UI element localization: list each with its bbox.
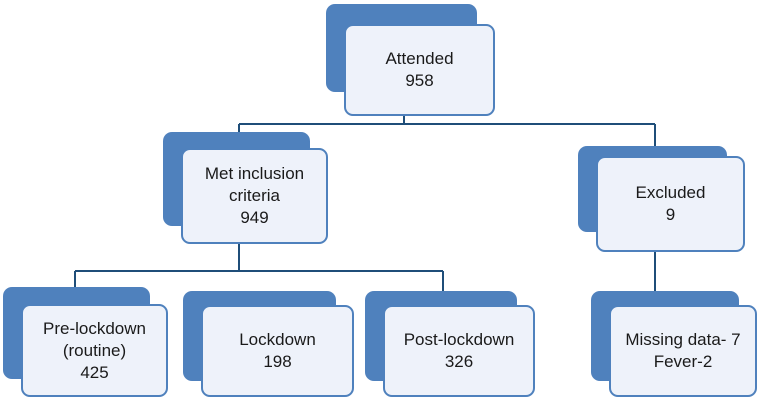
node-excluded: Excluded 9 xyxy=(578,146,745,254)
missing-data-label: Missing data- 7 xyxy=(625,330,741,349)
excluded-reasons-box: Missing data- 7 Fever-2 xyxy=(609,305,757,397)
lockdown-count: 198 xyxy=(263,352,292,371)
attended-label: Attended xyxy=(385,49,454,68)
attended-count: 958 xyxy=(405,71,434,90)
post-lockdown-count: 326 xyxy=(444,352,474,371)
met-inclusion-count: 949 xyxy=(240,208,269,227)
post-lockdown-label: Post-lockdown xyxy=(403,330,515,349)
met-inclusion-box: Met inclusion criteria 949 xyxy=(181,148,328,244)
excluded-label: Excluded xyxy=(635,183,706,202)
node-lockdown: Lockdown 198 xyxy=(183,291,354,397)
node-post-lockdown: Post-lockdown 326 xyxy=(365,291,535,397)
node-excluded-reasons: Missing data- 7 Fever-2 xyxy=(591,291,757,397)
node-pre-lockdown: Pre-lockdown (routine) 425 xyxy=(3,287,168,397)
post-lockdown-box: Post-lockdown 326 xyxy=(383,305,535,397)
excluded-count: 9 xyxy=(665,205,676,224)
pre-lockdown-label-line1: Pre-lockdown xyxy=(43,318,146,338)
fever-label: Fever-2 xyxy=(653,352,713,371)
met-inclusion-label-line1: Met inclusion xyxy=(204,164,305,183)
node-attended: Attended 958 xyxy=(326,4,495,116)
pre-lockdown-box: Pre-lockdown (routine) 425 xyxy=(21,304,168,397)
met-inclusion-label-line2: criteria xyxy=(228,186,280,205)
node-met-inclusion: Met inclusion criteria 949 xyxy=(163,132,328,244)
pre-lockdown-label-line2: (routine) xyxy=(62,340,127,360)
lockdown-label: Lockdown xyxy=(239,330,316,349)
attended-box: Attended 958 xyxy=(344,24,495,116)
lockdown-box: Lockdown 198 xyxy=(201,305,354,397)
pre-lockdown-count: 425 xyxy=(80,362,109,382)
excluded-box: Excluded 9 xyxy=(596,156,745,252)
